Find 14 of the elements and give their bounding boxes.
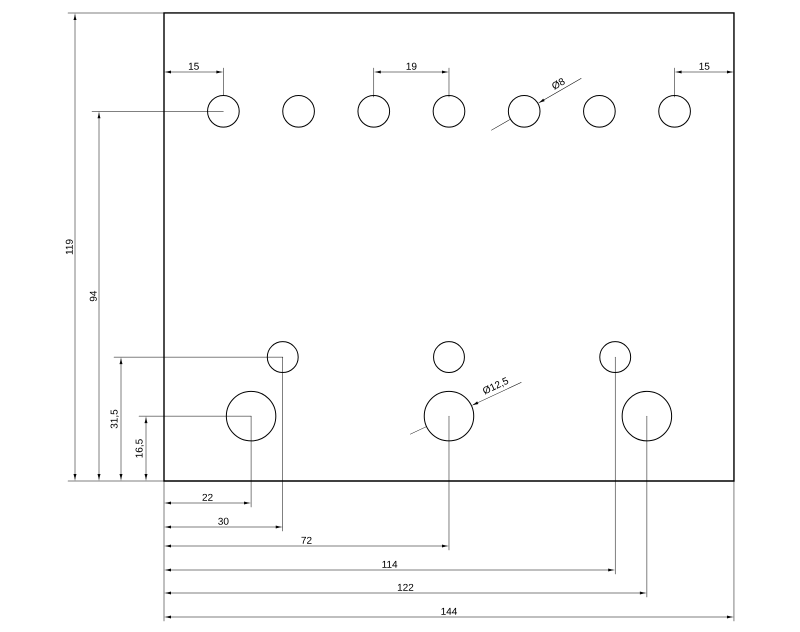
dimension-label: 15 [188,62,199,70]
dimension-label: 22 [202,494,213,501]
dimension-label: 119 [66,239,73,254]
dimension-label: 16,5 [136,439,144,458]
dimension-label: 94 [90,290,97,302]
dimension-label: 19 [406,62,416,70]
dimension-label: 15 [699,62,710,70]
dimension-label: 31,5 [110,410,119,428]
dimension-label: 144 [441,608,458,615]
dimension-label: 114 [382,560,398,568]
dimension-label: Ø8 [552,78,565,90]
dimension-label: 72 [301,536,312,544]
dimension-label: 122 [398,584,414,591]
dimension-label: 30 [218,518,229,525]
